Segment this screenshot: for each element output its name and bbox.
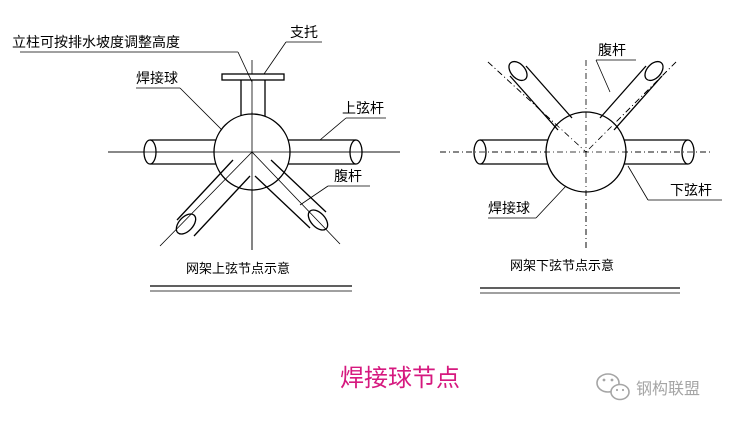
leader-bottom-chord (627, 165, 649, 201)
web-member-up-left (508, 60, 573, 131)
caption-lower-node: 网架下弦节点示意 (510, 258, 614, 274)
label-weld-ball-lower: 焊接球 (488, 200, 530, 217)
watermark-text: 钢构联盟 (636, 379, 700, 398)
label-top-chord: 上弦杆 (342, 101, 384, 117)
label-bottom-chord: 下弦杆 (670, 183, 712, 199)
leader-ball-lower (535, 185, 567, 219)
post-and-support (221, 73, 285, 118)
label-weld-ball: 焊接球 (136, 70, 178, 87)
leader-web (299, 185, 329, 206)
label-web-member-lower: 腹杆 (598, 42, 626, 59)
upper-chord-node: 立柱可按排水坡度调整高度 支托 焊接球 上弦杆 腹杆 网架上弦节点示意 (12, 25, 400, 292)
label-web-member: 腹杆 (334, 168, 362, 185)
bottom-chord-left (473, 139, 550, 165)
leader-post (237, 51, 253, 83)
leader-support (263, 41, 287, 75)
main-title: 焊接球节点 (340, 364, 460, 392)
watermark: 钢构联盟 (596, 373, 700, 401)
label-support: 支托 (290, 25, 318, 41)
web-member-right (251, 151, 341, 245)
lower-chord-node: 腹杆 下弦杆 焊接球 网架下弦节点示意 (440, 42, 722, 294)
caption-upper-node: 网架上弦节点示意 (186, 261, 290, 277)
web-member-up-right (599, 60, 664, 131)
leader-ball (179, 87, 223, 131)
web-member-left (159, 151, 253, 247)
wechat-icon (596, 373, 630, 401)
label-post-height: 立柱可按排水坡度调整高度 (12, 34, 180, 51)
leader-web-lower (595, 59, 611, 93)
leader-top-chord (319, 117, 347, 141)
